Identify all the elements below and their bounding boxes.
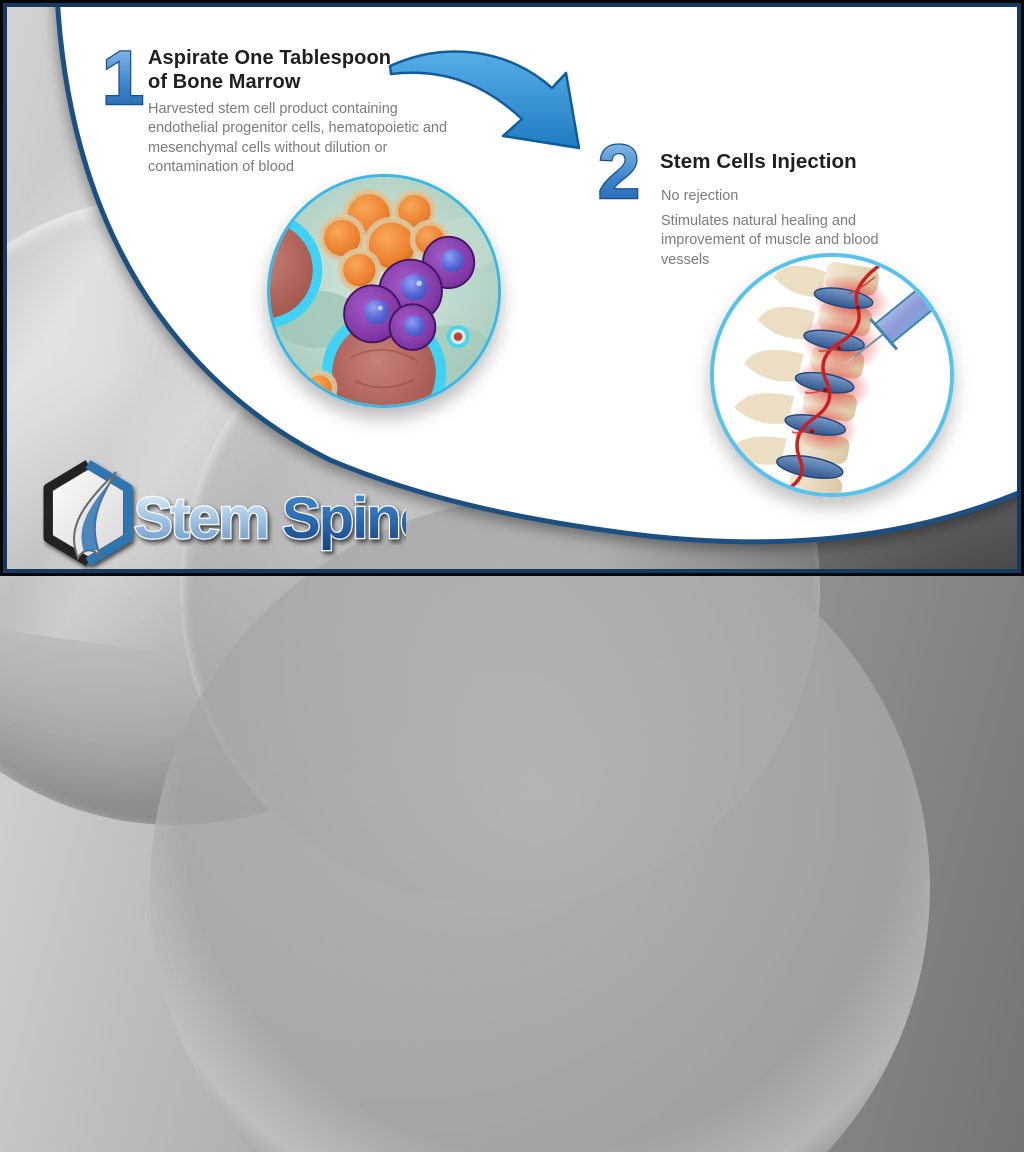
step-1-number: 1 <box>102 38 144 114</box>
step-2-number-badge: 2 <box>597 130 642 208</box>
bone-marrow-cells-art <box>270 177 498 405</box>
step-2-point-no-rejection: No rejection <box>661 188 739 204</box>
step-1-description: Harvested stem cell product containing e… <box>148 101 448 175</box>
spine-injection-image <box>710 253 954 497</box>
step-2-number: 2 <box>598 130 640 208</box>
step-2-point-healing: Stimulates natural healing and improveme… <box>661 213 879 268</box>
bone-marrow-cells-image <box>267 174 501 408</box>
step-2-title: Stem Cells Injection <box>660 150 857 173</box>
step-1-title: Aspirate One Tablespoon of Bone Marrow <box>148 47 392 93</box>
stemspine-logo: Stem Spine ® <box>43 460 406 566</box>
step-1-number-badge: 1 <box>101 38 146 114</box>
logo-word-spine: Spine <box>282 486 406 551</box>
logo-word-stem: Stem <box>134 486 268 551</box>
spine-injection-art <box>714 257 950 493</box>
stemspine-logo-icon <box>43 460 133 566</box>
svg-text:Stem Spine ®: Stem Spine ® <box>134 486 406 551</box>
curved-arrow-icon <box>388 50 581 150</box>
